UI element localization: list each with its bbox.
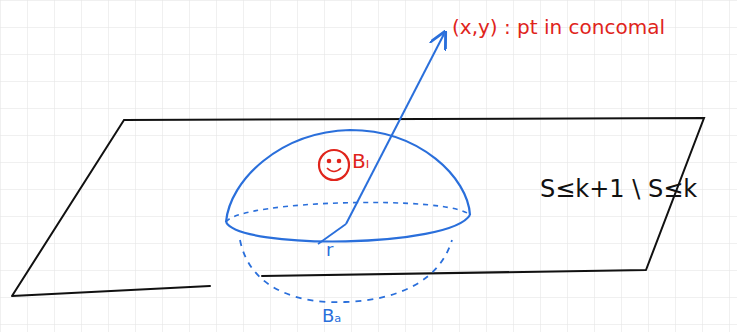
point-arrow xyxy=(346,34,444,224)
point-note: (x,y) : pt in concomal xyxy=(452,16,665,38)
upper-hemisphere xyxy=(226,130,470,222)
smiley xyxy=(327,160,341,172)
ball-label: Bₗ xyxy=(352,150,369,172)
ball-label: Bₐ xyxy=(322,306,341,326)
small-ball xyxy=(319,150,349,180)
plane xyxy=(12,118,704,296)
region-label: S≤k+1 \ S≤k xyxy=(540,176,697,202)
radius-label: r xyxy=(326,240,333,260)
lower-hemisphere xyxy=(240,240,452,302)
